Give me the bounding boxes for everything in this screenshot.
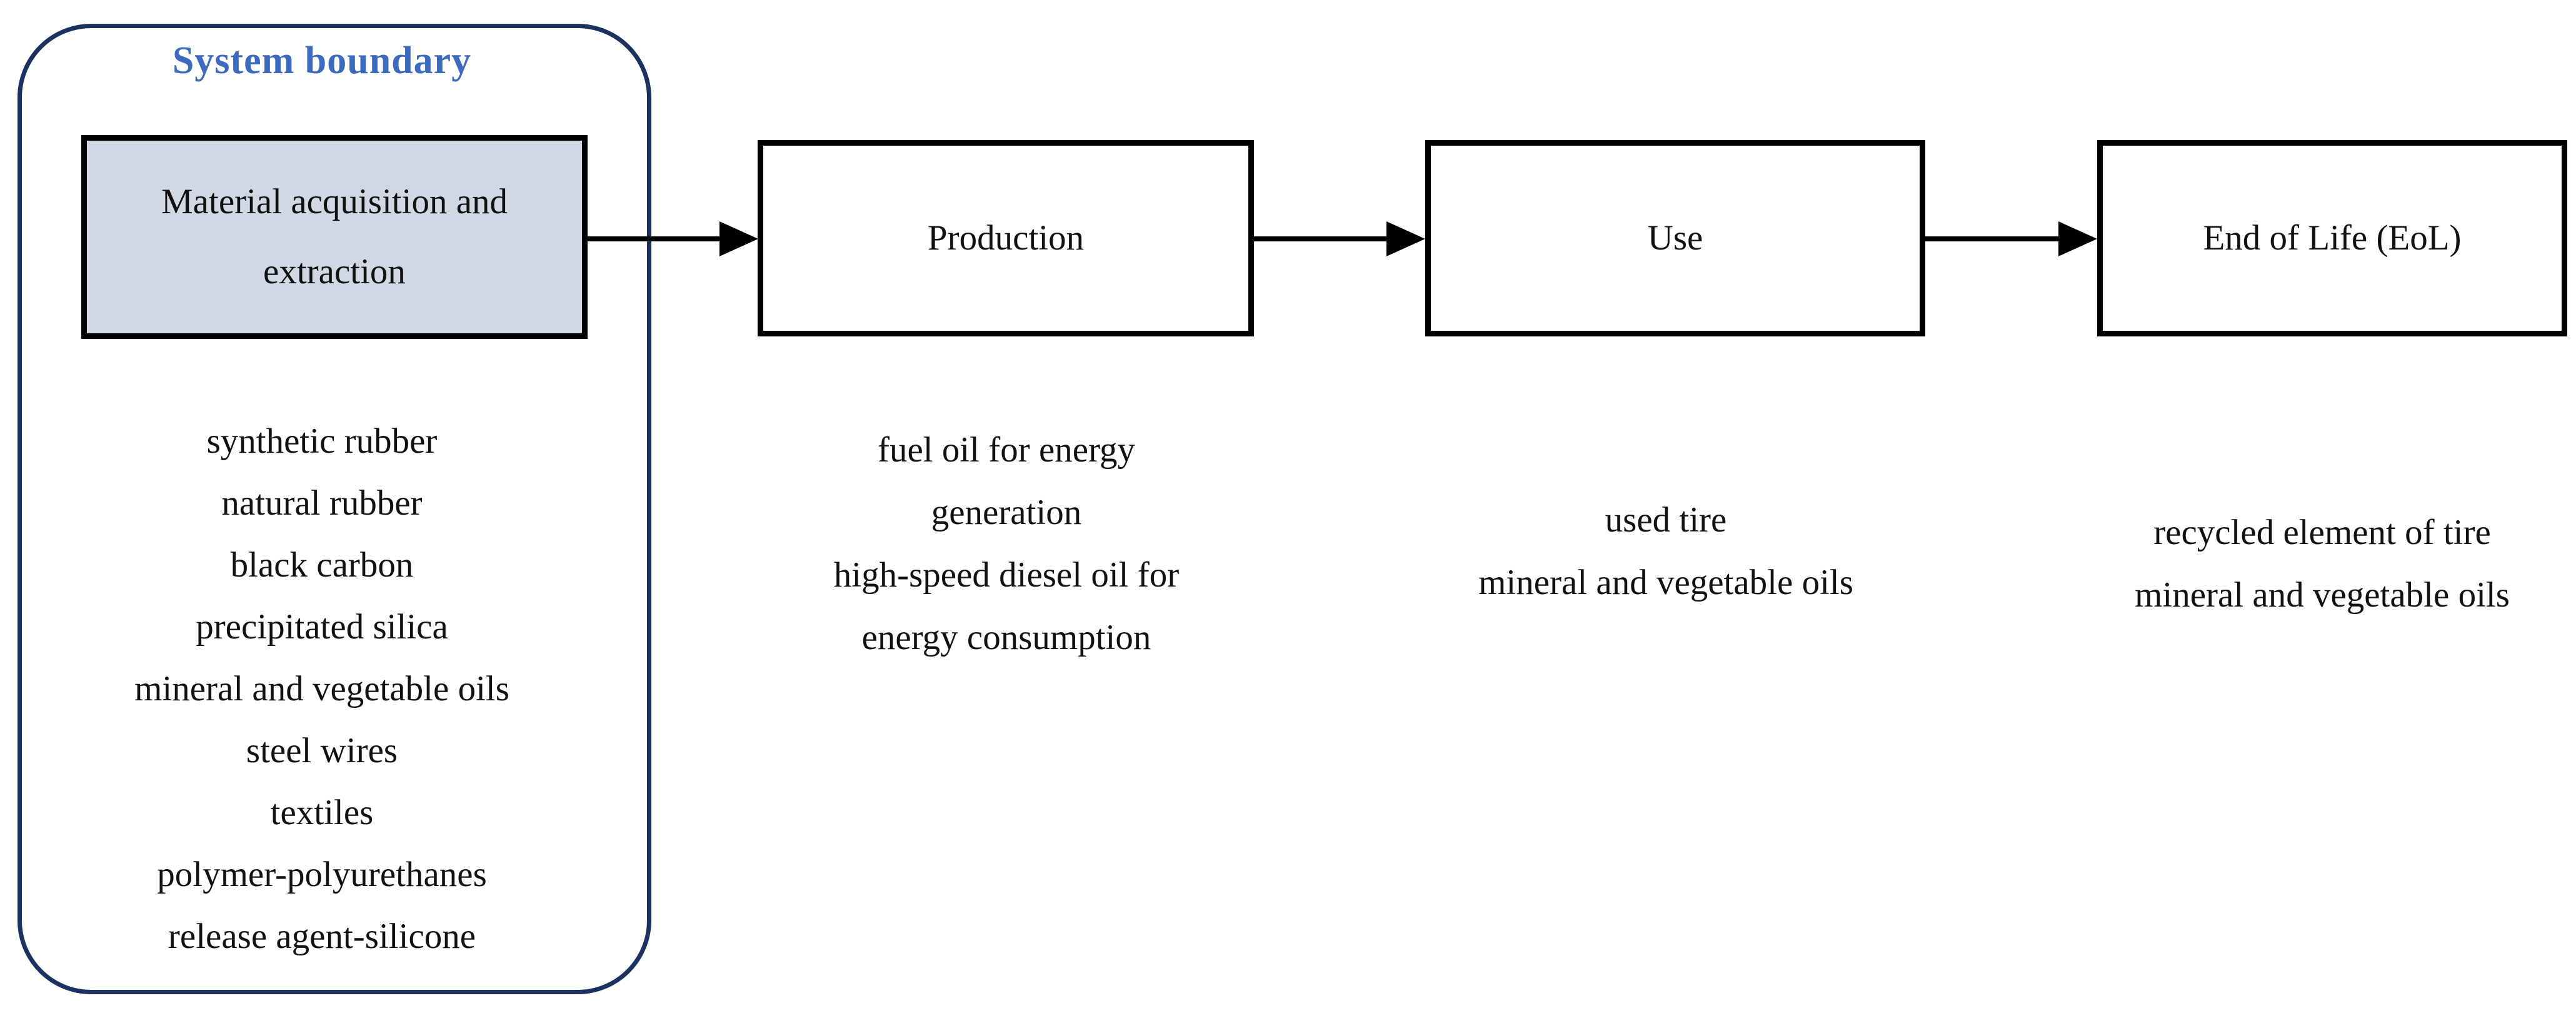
stage-label-material-line2: extraction [263, 252, 406, 291]
list-item: generation [931, 493, 1082, 532]
stage-box-use: Use [1425, 140, 1925, 336]
flow-arrow-3-head-icon [2058, 221, 2097, 256]
stage-box-material-acquisition: Material acquisition and extraction [81, 135, 588, 339]
list-item: recycled element of tire [2153, 513, 2491, 552]
system-boundary-title: System boundary [172, 39, 472, 82]
list-item: natural rubber [221, 483, 423, 523]
system-boundary-outline [18, 24, 651, 994]
list-item: energy consumption [861, 618, 1151, 657]
list-item: black carbon [230, 545, 414, 585]
list-item: textiles [270, 793, 374, 832]
list-item: mineral and vegetable oils [134, 669, 509, 708]
stage-box-production: Production [758, 140, 1254, 336]
flow-arrow-1-head-icon [719, 221, 758, 256]
list-item: used tire [1605, 500, 1727, 540]
list-item: polymer-polyurethanes [157, 855, 487, 894]
stage-label-use: Use [1647, 218, 1703, 258]
production-inputs-list: fuel oil for energy generation high-spee… [725, 419, 1288, 669]
list-item: release agent-silicone [168, 917, 476, 956]
stage-box-end-of-life: End of Life (EoL) [2097, 140, 2567, 336]
flow-arrow-2-shaft [1254, 236, 1389, 241]
stage-label-production: Production [927, 218, 1085, 258]
stage-label-material-line1: Material acquisition and [161, 182, 508, 221]
list-item: precipitated silica [196, 607, 448, 647]
list-item: steel wires [246, 731, 398, 770]
list-item: synthetic rubber [206, 421, 438, 461]
use-outputs-list: used tire mineral and vegetable oils [1385, 489, 1947, 614]
list-item: high-speed diesel oil for [833, 555, 1180, 595]
stage-label-end-of-life: End of Life (EoL) [2203, 218, 2462, 258]
list-item: mineral and vegetable oils [2135, 575, 2510, 615]
list-item: mineral and vegetable oils [1478, 563, 1853, 602]
list-item: fuel oil for energy [877, 430, 1136, 470]
end-of-life-outputs-list: recycled element of tire mineral and veg… [2041, 501, 2576, 627]
flow-arrow-2-head-icon [1386, 221, 1425, 256]
flow-arrow-1-shaft [588, 236, 722, 241]
flow-arrow-3-shaft [1925, 236, 2061, 241]
materials-list: synthetic rubber natural rubber black ca… [9, 410, 634, 967]
